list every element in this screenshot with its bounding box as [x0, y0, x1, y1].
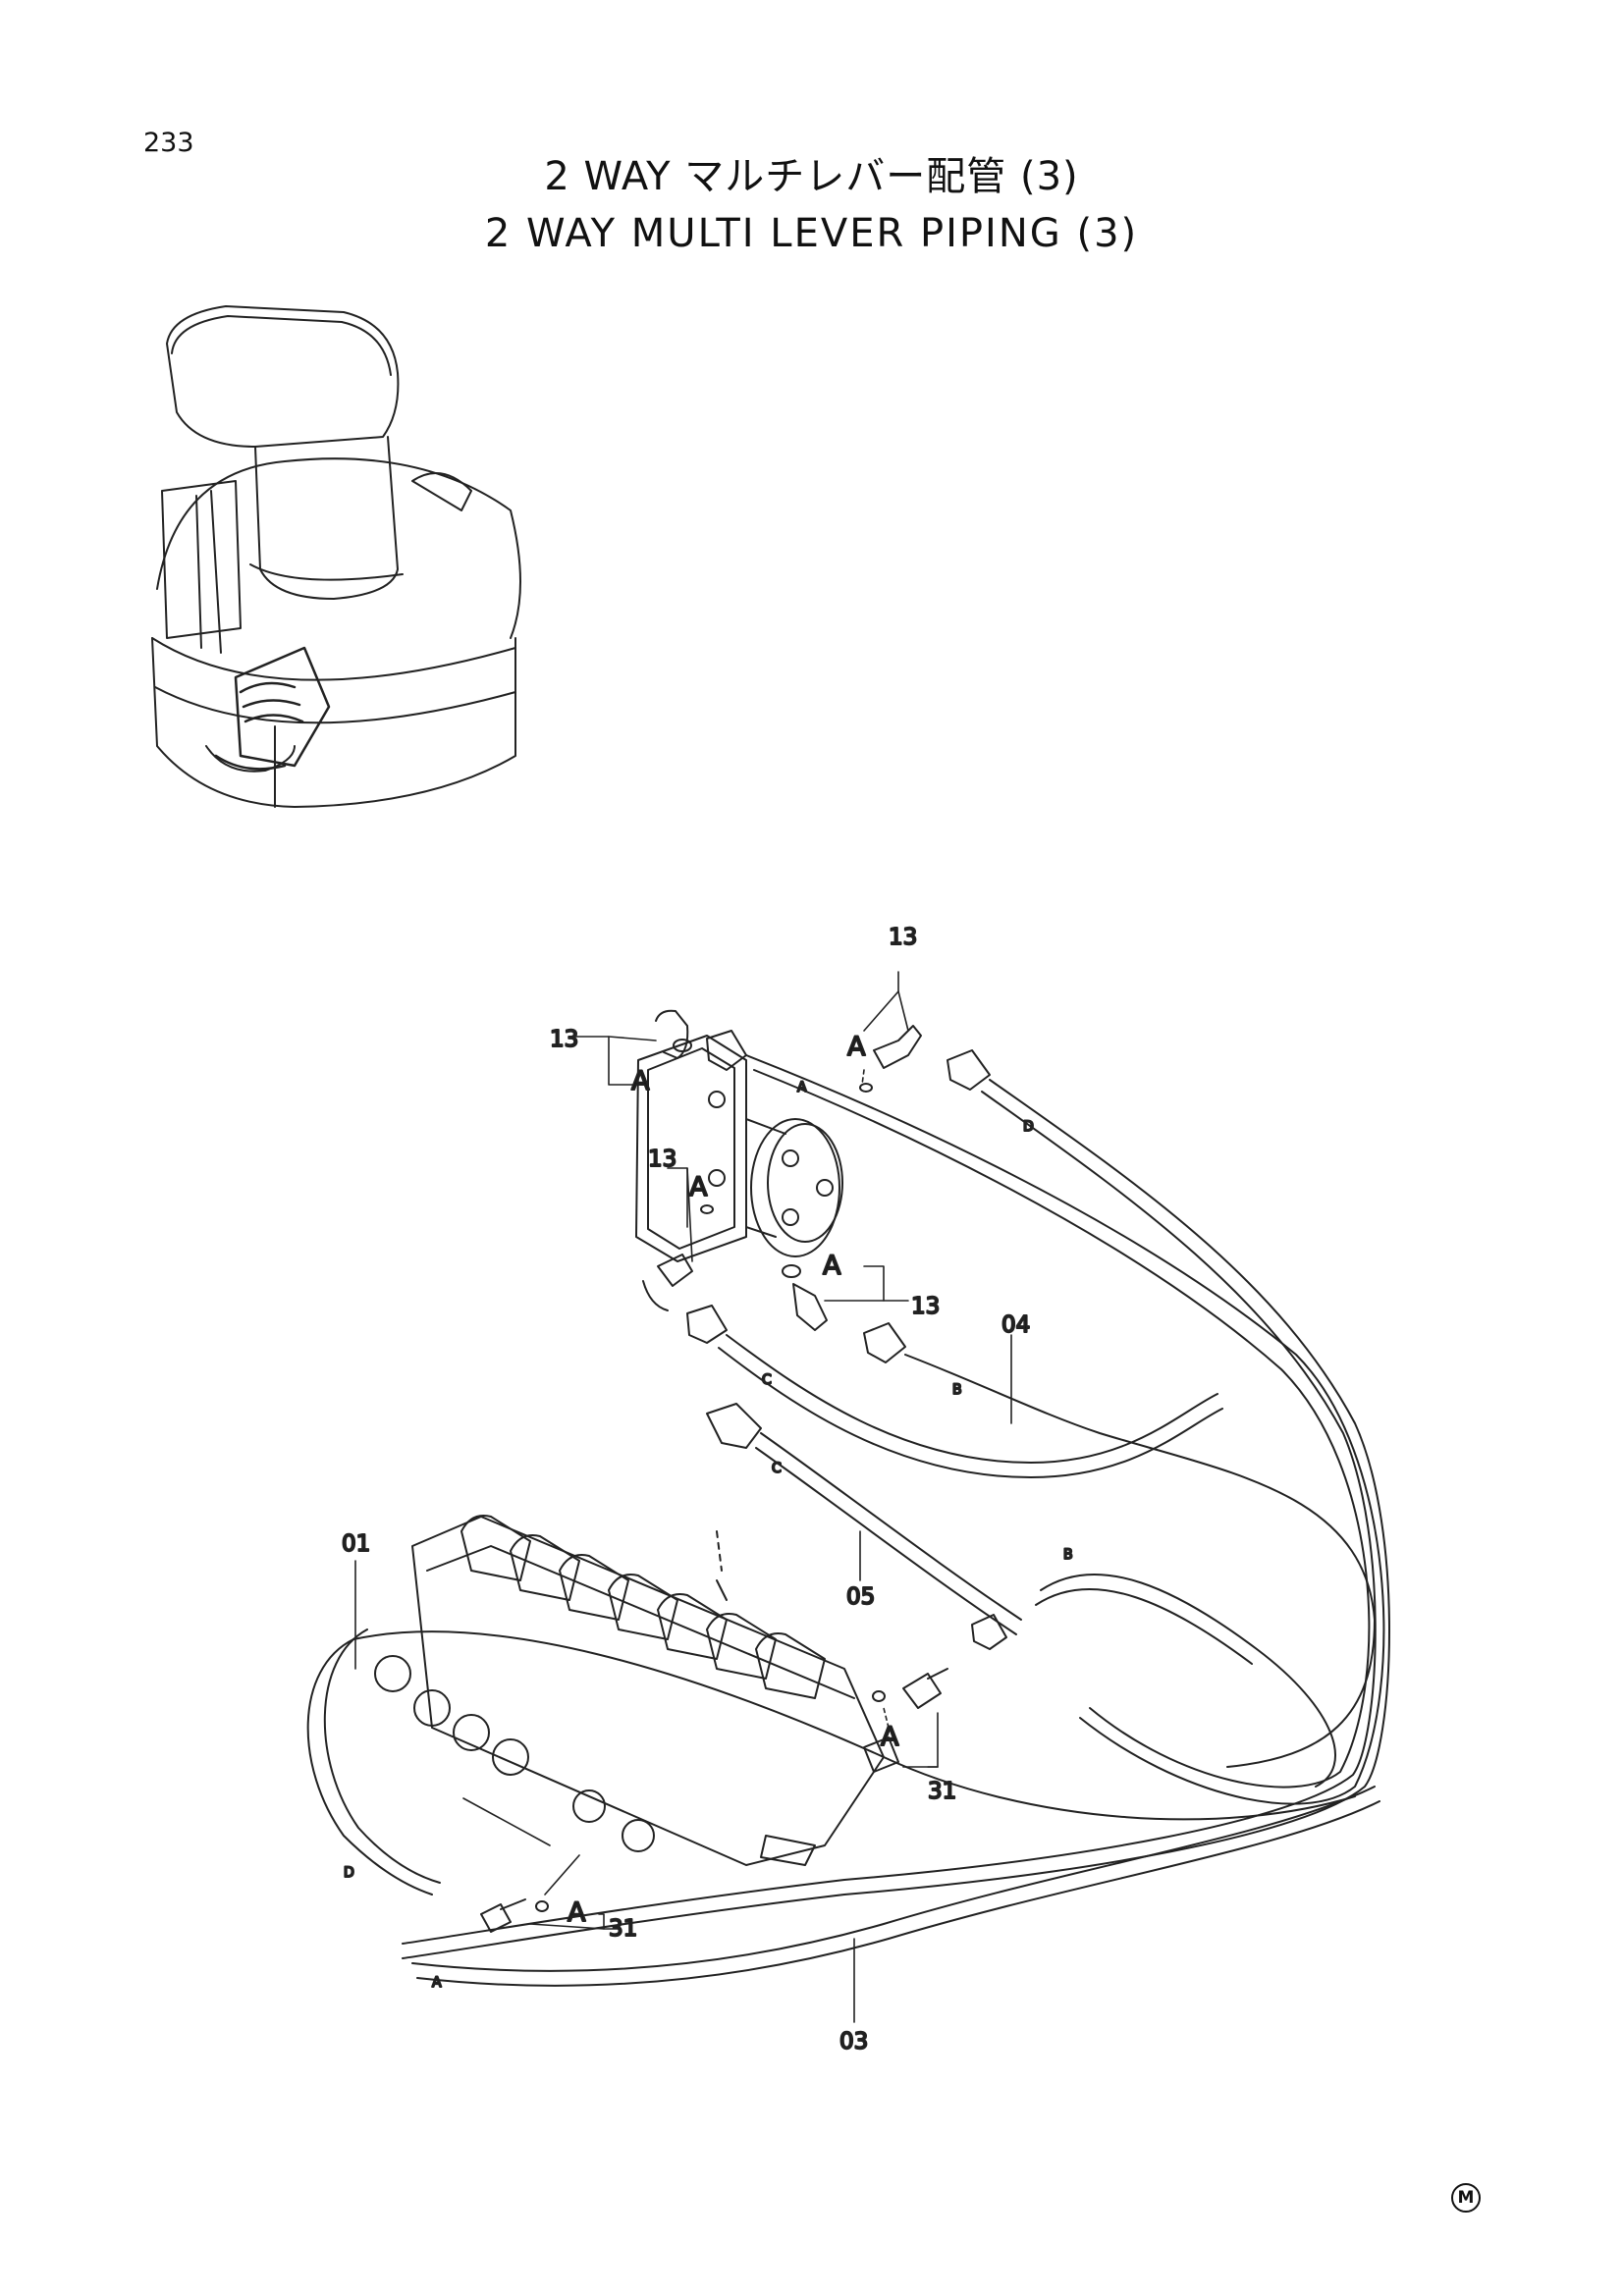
hoses	[306, 1054, 1390, 1987]
port-letter-a2: A	[432, 1975, 442, 1991]
seat-column	[254, 436, 399, 600]
column-ring	[249, 563, 404, 581]
control-valve-block	[374, 1515, 899, 1866]
lever-bar2	[210, 490, 222, 654]
detail-ref-a-top: A	[847, 1032, 866, 1062]
adapter-fittings	[480, 1668, 948, 1933]
port-letter-c1: C	[762, 1372, 772, 1388]
hose-end-nuts	[686, 1030, 1007, 1650]
callout-05: 05	[846, 1584, 875, 1610]
port-letter-d1: D	[1023, 1119, 1034, 1135]
detail-ref-a-left: A	[631, 1066, 650, 1096]
callout-13-mid: 13	[648, 1147, 676, 1172]
title-japanese: 2 WAY マルチレバー配管 (3)	[544, 154, 1079, 199]
port-letter-b2: B	[1063, 1547, 1073, 1563]
port-letter-b1: B	[952, 1382, 962, 1398]
corner-mark: M	[1451, 2183, 1481, 2213]
elbow-fittings	[642, 1009, 922, 1331]
base-tub-rim2	[154, 686, 516, 724]
callout-03: 03	[839, 2029, 868, 2055]
port-letters: A D C B C B D A	[343, 1079, 1074, 1992]
detail-ref-a-bottom: A	[568, 1897, 586, 1928]
seat-back	[166, 305, 400, 448]
leader-lines	[354, 971, 1012, 2023]
valve-hoses-overview	[214, 681, 304, 771]
port-letter-a1: A	[797, 1080, 807, 1095]
callout-01: 01	[342, 1531, 370, 1557]
callout-13-top: 13	[889, 925, 917, 950]
detail-ref-a-valve: A	[881, 1722, 899, 1752]
detail-ref-a-right: A	[823, 1251, 841, 1281]
detail-ref-a-mid: A	[689, 1172, 708, 1202]
base-tub-body	[151, 637, 516, 808]
seat-back-edge	[171, 315, 392, 376]
hose-loop-overview	[205, 745, 296, 773]
pedal-overview	[411, 472, 472, 511]
lever-frame	[161, 480, 242, 639]
callout-04: 04	[1001, 1312, 1030, 1338]
page-number: 233	[143, 128, 194, 158]
callouts: 13 13 13 13 04 05 01 31 31 03	[341, 924, 1031, 2056]
detail-refs: A A A A A A	[567, 1031, 900, 1929]
callout-31-bottom: 31	[609, 1916, 637, 1942]
title-english: 2 WAY MULTI LEVER PIPING (3)	[484, 211, 1139, 256]
callout-13-left: 13	[550, 1027, 578, 1052]
lever-bar	[195, 495, 202, 649]
port-letter-c2: C	[772, 1461, 782, 1476]
pilot-valve	[635, 1035, 843, 1262]
base-tub-rim	[151, 637, 516, 681]
callout-31-right: 31	[928, 1779, 956, 1804]
port-letter-d2: D	[344, 1865, 354, 1881]
valve-block-overview	[234, 646, 331, 768]
callout-13-right: 13	[911, 1294, 940, 1319]
